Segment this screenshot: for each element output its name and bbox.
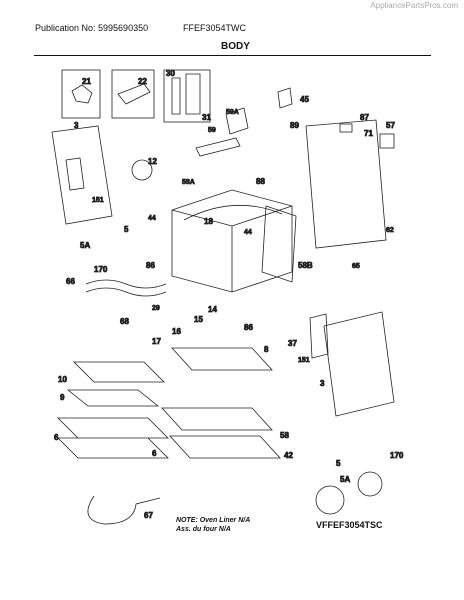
callout-62: 62 <box>386 227 394 234</box>
callout-5a-bottom: 5A <box>340 475 350 484</box>
callout-16: 16 <box>172 327 181 336</box>
callout-42: 42 <box>284 451 293 460</box>
model-number: FFEF3054TWC <box>183 23 247 33</box>
callout-151-left: 151 <box>92 197 104 204</box>
callout-5-top: 5 <box>124 225 129 234</box>
callout-30: 30 <box>166 69 175 78</box>
callout-5a-top: 5A <box>80 241 90 250</box>
exploded-parts-diagram: 21 22 30 31 59A 59 45 89 87 71 57 3 151 … <box>51 69 404 525</box>
header-rule <box>34 55 431 56</box>
part-3-side-panel-left <box>51 125 113 225</box>
footer-note: NOTE: Oven Liner N/A Ass. du four N/A <box>176 516 250 534</box>
callout-170-top: 170 <box>94 265 108 274</box>
callout-12: 12 <box>148 157 157 166</box>
part-5-leg <box>357 471 383 497</box>
diagram-code: VFFEF3054TSC <box>316 520 383 530</box>
callout-67: 67 <box>144 511 153 520</box>
callout-58: 58 <box>280 431 289 440</box>
callout-15: 15 <box>194 315 203 324</box>
site-watermark: AppliancePartsPros.com <box>370 1 458 10</box>
callout-37: 37 <box>288 339 297 348</box>
callout-45: 45 <box>300 95 309 104</box>
part-box-21 <box>61 69 101 119</box>
callout-10: 10 <box>58 375 67 384</box>
part-21-shape <box>71 84 93 104</box>
callout-151-right: 151 <box>298 357 310 364</box>
callout-170-bottom: 170 <box>390 451 404 460</box>
note-line-1: NOTE: Oven Liner N/A <box>176 517 251 524</box>
part-59a-bracket <box>225 107 249 135</box>
callout-44-b: 44 <box>244 229 252 236</box>
callout-14: 14 <box>208 305 217 314</box>
callout-86-a: 86 <box>146 261 155 270</box>
part-3-side-panel-right <box>323 311 395 417</box>
callout-86-b: 86 <box>244 323 253 332</box>
part-12-thermostat <box>131 159 153 181</box>
note-line-2: Ass. du four N/A <box>176 526 231 533</box>
callout-65: 65 <box>352 263 360 270</box>
section-title: BODY <box>221 41 250 52</box>
part-58a-cavity <box>171 189 293 293</box>
callout-59a: 59A <box>226 109 239 116</box>
callout-21: 21 <box>82 77 91 86</box>
callout-29: 29 <box>152 305 160 312</box>
part-88-insulation <box>183 204 283 221</box>
callout-58a: 58A <box>182 179 195 186</box>
publication-number: Publication No: 5995690350 <box>35 23 149 33</box>
part-59-strip <box>195 137 241 157</box>
callout-68: 68 <box>120 317 129 326</box>
part-6-oven-racks <box>57 417 169 459</box>
callout-6-right: 6 <box>152 449 157 458</box>
part-45-clip <box>277 87 293 109</box>
part-67-broil-element <box>87 495 161 525</box>
callout-88: 88 <box>256 177 265 186</box>
part-58a-cavity-edges <box>171 205 293 292</box>
callout-89: 89 <box>290 121 299 130</box>
callout-59: 59 <box>208 127 216 134</box>
part-box-30 <box>163 69 211 123</box>
callout-5-bottom: 5 <box>336 459 341 468</box>
part-box-22 <box>111 69 155 119</box>
callout-18: 18 <box>204 217 213 226</box>
part-58b-wrap <box>261 205 297 283</box>
callout-6-left: 6 <box>54 433 59 442</box>
part-10-broiler-pan <box>73 361 165 383</box>
callout-22: 22 <box>138 77 147 86</box>
part-5a-leveler <box>315 485 345 515</box>
callout-44-a: 44 <box>148 215 156 222</box>
callout-9: 9 <box>60 393 65 402</box>
callout-17: 17 <box>152 337 161 346</box>
part-9-pan-insert <box>66 389 160 407</box>
callout-31: 31 <box>202 113 211 122</box>
part-30-shape <box>171 73 201 115</box>
part-57-cover <box>379 133 395 149</box>
callout-58b: 58B <box>298 261 313 270</box>
part-58-drawer-top <box>161 407 273 431</box>
part-22-shape <box>117 83 151 105</box>
callout-3-left: 3 <box>74 121 79 130</box>
part-151-bracket-left <box>65 157 85 191</box>
callout-71: 71 <box>364 129 373 138</box>
part-87-clip <box>339 123 353 133</box>
part-66-bake-element <box>85 279 167 297</box>
part-151-bracket-right <box>309 313 329 359</box>
part-71-back-panel <box>305 119 387 249</box>
part-8-tray <box>171 347 273 371</box>
callout-57: 57 <box>386 121 395 130</box>
callout-3-right: 3 <box>320 379 325 388</box>
callout-87: 87 <box>360 113 369 122</box>
part-42-drawer-pan <box>169 435 281 459</box>
callout-8: 8 <box>264 345 269 354</box>
callout-66: 66 <box>66 277 75 286</box>
